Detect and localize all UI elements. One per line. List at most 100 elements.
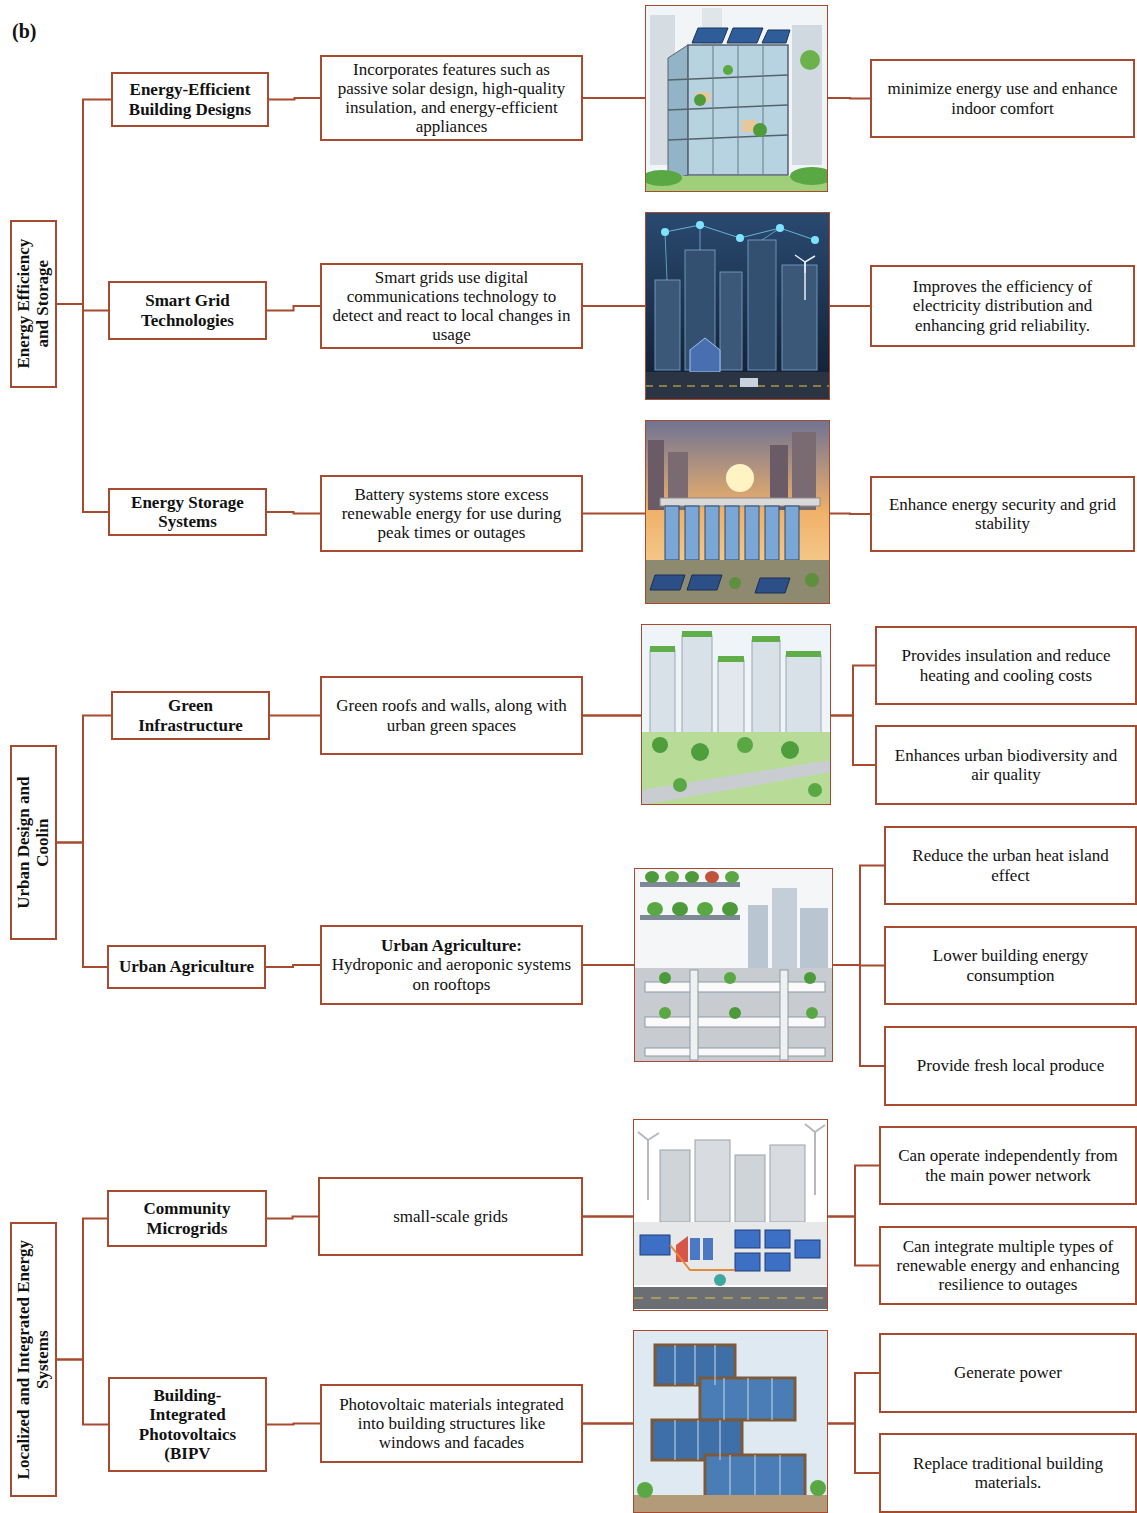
bipv-building-illustration [705, 1455, 805, 1497]
efficient-building-illustration [800, 50, 820, 70]
green-infrastructure-illustration [652, 737, 668, 753]
efficient-building-illustration [753, 123, 767, 137]
connector-line [267, 1424, 320, 1425]
benefit-box: Improves the efficiency of electricity d… [870, 265, 1135, 347]
urban-agriculture-illustration [645, 982, 825, 992]
bipv-building-illustration [748, 1378, 749, 1420]
connector-line [583, 1373, 879, 1424]
smart-grid-illustration [782, 265, 817, 370]
microgrid-illustration [735, 1155, 765, 1222]
efficient-building-illustration [723, 65, 733, 75]
microgrid-illustration [633, 1119, 828, 1311]
efficient-building-illustration [668, 135, 788, 140]
microgrid-illustration [690, 1238, 700, 1260]
smart-grid-illustration [776, 224, 784, 232]
energy-storage-illustration [725, 506, 739, 560]
energy-storage-illustration [765, 506, 779, 560]
efficient-building-illustration [645, 170, 682, 186]
green-infrastructure-illustration [752, 636, 780, 642]
microgrid-illustration [633, 1119, 828, 1311]
smart-grid-illustration [690, 338, 720, 372]
box-text: Battery systems store excess renewable e… [328, 485, 575, 542]
smart-grid-illustration [645, 372, 830, 400]
urban-agriculture-illustration [772, 888, 797, 970]
urban-agriculture-illustration [800, 908, 828, 970]
urban-agriculture-illustration [645, 1048, 825, 1056]
microgrid-illustration [735, 1253, 760, 1271]
box-text: Energy Storage Systems [116, 493, 259, 531]
box-text: Enhance energy security and grid stabili… [880, 495, 1125, 533]
smart-grid-illustration [736, 234, 744, 242]
category-box: Localized and Integrated Energy Systems [10, 1222, 57, 1497]
urban-agriculture-illustration [665, 871, 679, 883]
topic-box: Building-Integrated Photovoltaics (BIPV [108, 1377, 267, 1472]
urban-agriculture-illustration [640, 882, 740, 887]
connector-line [57, 843, 107, 968]
box-text: minimize energy use and enhance indoor c… [880, 79, 1125, 117]
energy-storage-illustration [685, 506, 699, 560]
energy-storage-illustration [645, 420, 830, 604]
bipv-building-illustration [633, 1330, 828, 1513]
microgrid-illustration [633, 1287, 828, 1309]
box-text: Can operate independently from the main … [889, 1146, 1127, 1184]
connector-line [57, 1360, 108, 1425]
bipv-building-illustration [633, 1330, 828, 1513]
urban-agriculture-illustration [806, 1007, 818, 1019]
microgrid-illustration [670, 1245, 735, 1270]
microgrid-illustration [695, 1140, 730, 1222]
energy-storage-illustration [665, 506, 679, 560]
efficient-building-illustration [727, 28, 763, 43]
microgrid-illustration [805, 1124, 815, 1132]
green-infrastructure-illustration [737, 737, 753, 753]
box-text: Energy-Efficient Building Designs [119, 80, 261, 118]
urban-agriculture-illustration [697, 902, 713, 916]
category-box: Energy Efficiency and Storage [10, 220, 57, 388]
bipv-building-illustration [755, 1455, 756, 1497]
bipv-building-illustration [772, 1378, 773, 1420]
urban-agriculture-illustration [729, 1007, 741, 1019]
bipv-building-illustration [810, 1480, 826, 1496]
microgrid-illustration [633, 1119, 828, 1311]
energy-storage-illustration [705, 506, 719, 560]
bipv-building-illustration [730, 1455, 731, 1497]
box-text: Hydroponic and aeroponic systems on roof… [328, 955, 575, 993]
energy-storage-illustration [745, 506, 759, 560]
connector-line [267, 1217, 318, 1219]
microgrid-illustration [814, 1132, 816, 1195]
category-title: Energy Efficiency and Storage [15, 226, 52, 382]
efficient-building-illustration [645, 5, 828, 192]
box-text: Can integrate multiple types of renewabl… [889, 1237, 1127, 1294]
microgrid-illustration [703, 1238, 713, 1260]
connector-line [57, 100, 111, 305]
microgrid-illustration [765, 1230, 790, 1248]
smart-grid-illustration [804, 262, 806, 273]
green-infrastructure-illustration [650, 646, 675, 652]
inline-heading: Urban Agriculture: [381, 936, 522, 955]
benefit-box: Can operate independently from the main … [879, 1126, 1137, 1205]
green-infrastructure-illustration [682, 631, 712, 637]
box-text: Enhances urban biodiversity and air qual… [885, 746, 1127, 784]
bipv-building-illustration [720, 1420, 721, 1460]
topic-box: Urban Agriculture [107, 945, 266, 989]
benefit-box: Replace traditional building materials. [879, 1433, 1137, 1513]
connector-line [270, 715, 320, 717]
urban-agriculture-illustration [659, 1007, 671, 1019]
energy-storage-illustration [805, 573, 819, 587]
connector-line [267, 306, 320, 311]
energy-storage-illustration [729, 577, 741, 589]
green-infrastructure-illustration [786, 655, 821, 735]
microgrid-illustration [647, 1140, 649, 1200]
smart-grid-illustration [665, 232, 667, 280]
smart-grid-illustration [740, 378, 758, 387]
smart-grid-illustration [811, 236, 819, 244]
urban-agriculture-illustration [690, 970, 698, 1060]
efficient-building-illustration [694, 94, 706, 106]
smart-grid-illustration [805, 256, 815, 262]
efficient-building-illustration [738, 45, 739, 175]
topic-box: Energy-Efficient Building Designs [111, 72, 269, 127]
description-box: Photovoltaic materials integrated into b… [320, 1384, 583, 1463]
connector-line [583, 965, 884, 1066]
efficient-building-illustration [688, 45, 788, 175]
box-text: Replace traditional building materials. [889, 1454, 1127, 1492]
